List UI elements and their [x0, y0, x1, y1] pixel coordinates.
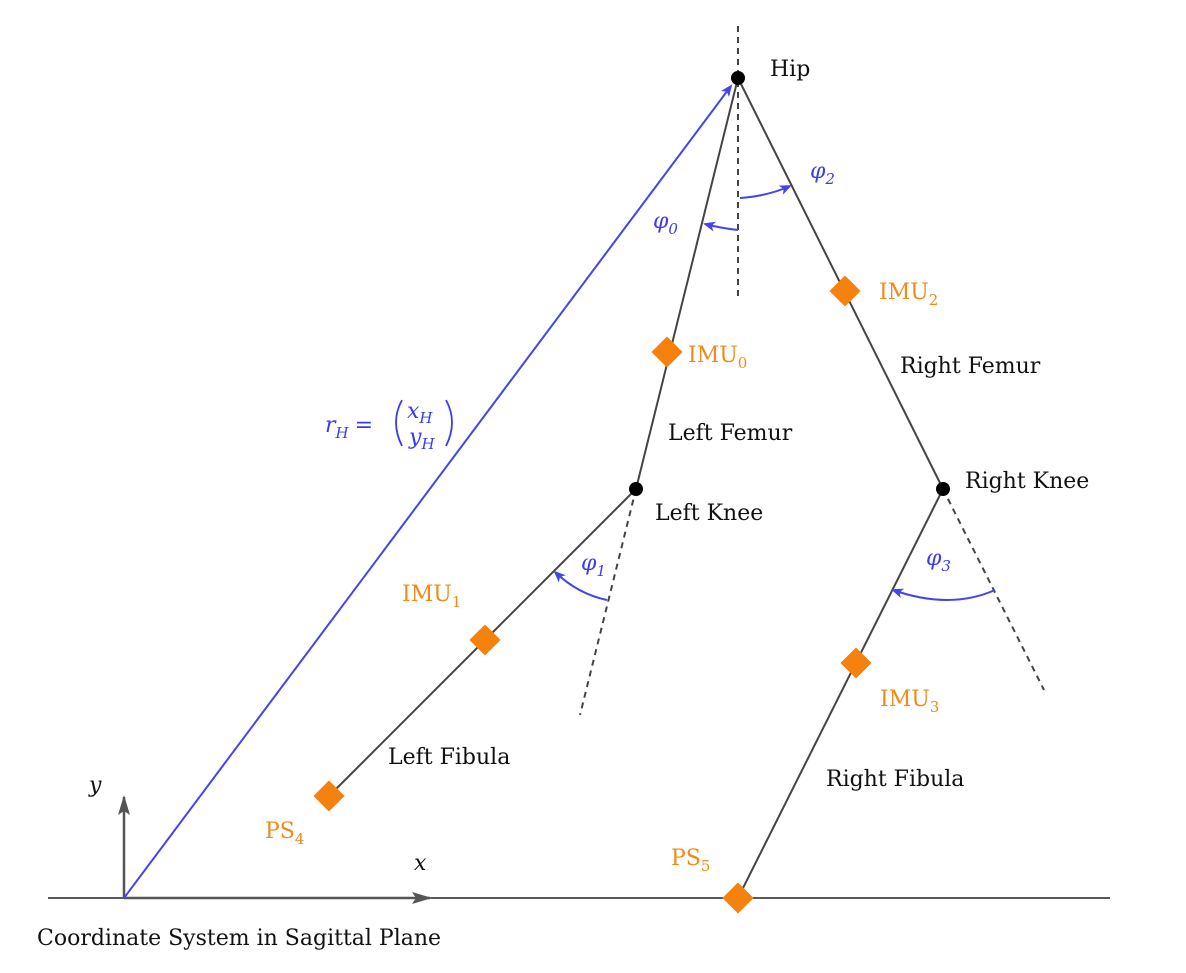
phi2-label: φ2 [810, 159, 835, 188]
left-knee-extension-line [579, 488, 637, 716]
phi2-arc [739, 185, 792, 199]
left-femur-segment [635, 77, 739, 490]
phi0-arc [703, 221, 739, 232]
hip-vector-lhs: rH= [325, 413, 373, 442]
imu3-label: IMU3 [880, 687, 939, 716]
imu0-label: IMU0 [688, 343, 747, 372]
hip-vector-top: xH [407, 399, 433, 427]
hip-vector-right-paren [445, 399, 453, 447]
hip-vector-bottom: yH [408, 425, 435, 453]
right-femur-label: Right Femur [900, 354, 1041, 379]
hip-vector-equation: rH= xH yH [325, 399, 453, 453]
phi1-label: φ1 [581, 551, 606, 580]
left-fibula-label: Left Fibula [388, 745, 510, 770]
right-fibula-segment [737, 488, 944, 899]
ps5-sensor-marker [722, 882, 754, 914]
right-knee-label: Right Knee [965, 469, 1089, 494]
left-knee-label: Left Knee [655, 501, 763, 526]
phi1-arc [553, 570, 608, 601]
phi0-label: φ0 [653, 209, 678, 238]
phi3-arc [891, 588, 996, 601]
right-knee-joint [936, 482, 950, 496]
hip-vector-left-paren [395, 399, 403, 447]
imu1-label: IMU1 [402, 582, 461, 611]
hip-joint [731, 71, 745, 85]
imu3-sensor-marker [840, 647, 872, 679]
hip-label: Hip [770, 57, 810, 82]
ps4-sensor-marker [313, 780, 345, 812]
x-axis-label: x [414, 851, 427, 876]
imu1-sensor-marker [469, 624, 501, 656]
right-fibula-label: Right Fibula [826, 767, 964, 792]
hip-position-vector [123, 84, 733, 899]
diagram-caption: Coordinate System in Sagittal Plane [37, 926, 441, 951]
right-knee-extension-line [942, 488, 1045, 691]
y-axis-label: y [88, 773, 102, 798]
imu2-label: IMU2 [879, 280, 938, 309]
ps4-label: PS4 [265, 819, 304, 848]
imu0-sensor-marker [651, 336, 683, 368]
left-femur-label: Left Femur [668, 421, 793, 446]
ps5-label: PS5 [671, 846, 710, 875]
imu2-sensor-marker [829, 275, 861, 307]
phi3-label: φ3 [926, 546, 951, 575]
left-knee-joint [629, 482, 643, 496]
